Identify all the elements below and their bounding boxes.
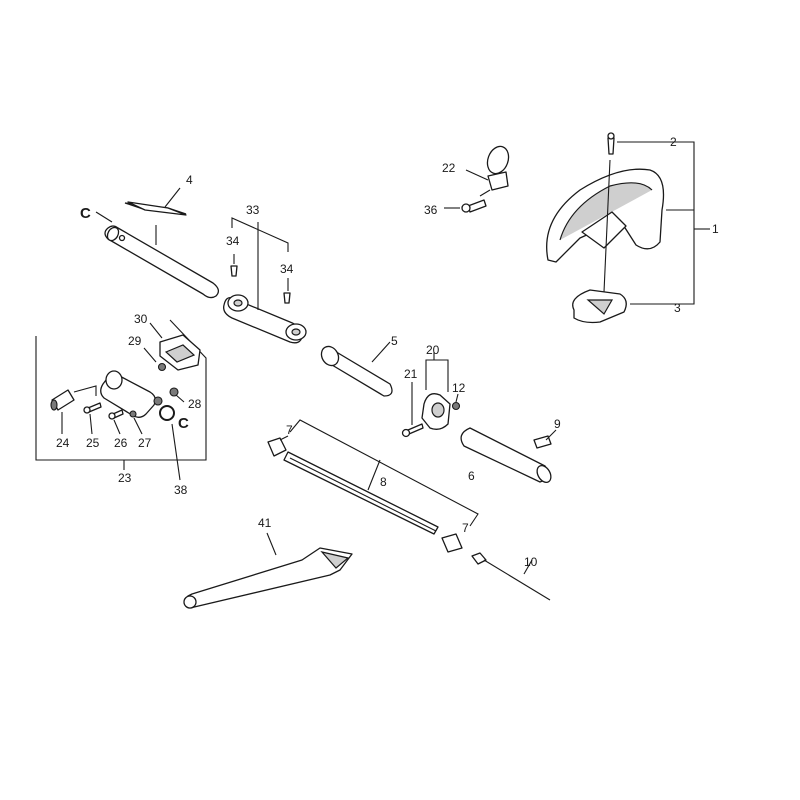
loop-handle-1 [546, 168, 665, 263]
nut-12 [451, 401, 461, 411]
callout-24: 24 [56, 436, 70, 450]
bushing-7a [267, 437, 287, 457]
clamp-housing-30 [159, 334, 201, 371]
callout-34a: 34 [226, 234, 240, 248]
nut-27 [129, 410, 137, 418]
throttle-body [100, 370, 163, 418]
callout-30: 30 [134, 312, 148, 326]
callout-27: 27 [138, 436, 152, 450]
callout-5: 5 [391, 334, 398, 348]
callout-3: 3 [674, 301, 681, 315]
screw-34a [230, 265, 238, 277]
callout-4: 4 [186, 173, 193, 187]
screw-2 [607, 132, 615, 155]
flex-cable-10 [471, 552, 551, 601]
cap-22 [486, 145, 510, 191]
screw-25 [83, 402, 102, 414]
callout-9: 9 [554, 417, 561, 431]
fitting-24 [50, 389, 75, 411]
screw-26 [108, 409, 124, 420]
callout-34b: 34 [280, 262, 294, 276]
ring-38 [159, 405, 175, 421]
callout-36: 36 [424, 203, 438, 217]
callout-20: 20 [426, 343, 440, 357]
callout-1: 1 [712, 222, 719, 236]
nut-28 [169, 387, 179, 397]
callout-c-lower: C [178, 415, 189, 432]
callout-6: 6 [468, 469, 475, 483]
callout-33: 33 [246, 203, 260, 217]
bushing-7b [441, 533, 463, 553]
callout-28: 28 [188, 397, 202, 411]
drive-shaft-8 [283, 451, 439, 535]
upper-shaft-tube [104, 202, 220, 299]
callout-41: 41 [258, 516, 272, 530]
callout-29: 29 [128, 334, 142, 348]
handle-bracket-33 [223, 294, 307, 344]
callout-25: 25 [86, 436, 100, 450]
screw-34b [283, 292, 291, 304]
lever-41 [183, 547, 353, 609]
callout-12: 12 [452, 381, 466, 395]
callout-8: 8 [380, 475, 387, 489]
clamp-20 [421, 393, 451, 430]
grip-tube-5 [320, 345, 393, 397]
nut-29 [157, 362, 167, 372]
screw-21 [401, 423, 424, 438]
callout-7b: 7 [462, 521, 469, 535]
callout-c-upper: C [80, 205, 91, 222]
lower-tube-6 [460, 427, 552, 484]
callout-22: 22 [442, 161, 456, 175]
callout-7a: 7 [286, 423, 293, 437]
label-decal-4 [127, 201, 187, 216]
callout-21: 21 [404, 367, 418, 381]
handle-clamp-3 [572, 289, 627, 324]
callout-10: 10 [524, 555, 538, 569]
callout-26: 26 [114, 436, 128, 450]
callout-23: 23 [118, 471, 132, 485]
bolt-36 [461, 199, 487, 213]
callout-2: 2 [670, 135, 677, 149]
callout-38: 38 [174, 483, 188, 497]
